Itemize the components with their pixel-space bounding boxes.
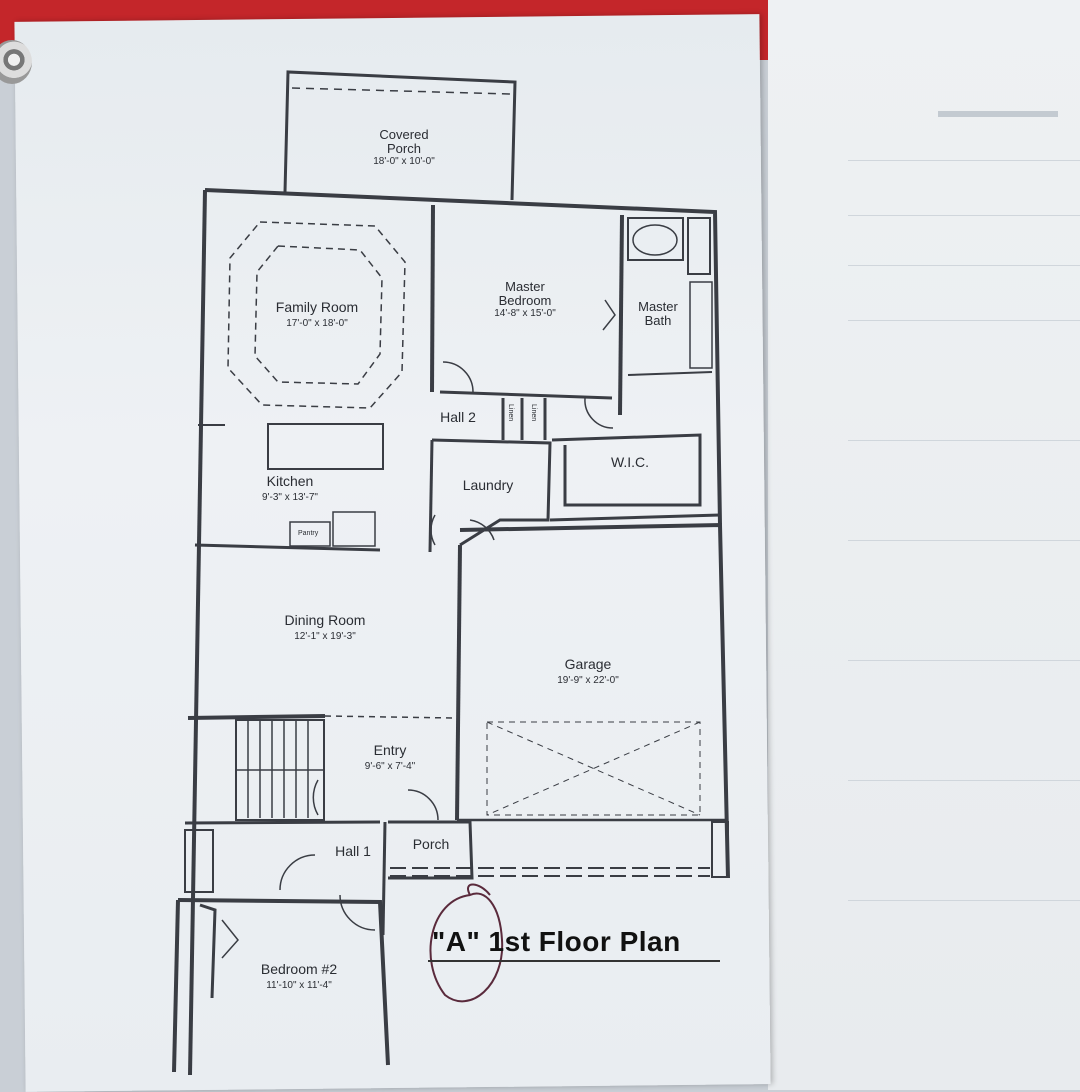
room-linen-b: Linen: [530, 404, 537, 422]
binder-clip: [0, 40, 32, 84]
room-garage: Garage 19'-9" x 22'-0": [557, 656, 619, 686]
room-entry: Entry 9'-6" x 7'-4": [364, 742, 416, 772]
room-porch: Porch: [412, 836, 450, 852]
room-laundry: Laundry: [462, 477, 514, 493]
room-kitchen: Kitchen 9'-3" x 13'-7": [262, 473, 318, 503]
room-hall-1: Hall 1: [335, 843, 371, 859]
background-sheet: ▬▬▬▬▬▬: [768, 0, 1080, 1090]
room-linen-a: Linen: [507, 404, 514, 422]
room-hall-2: Hall 2: [440, 409, 476, 425]
room-dining-room: Dining Room 12'-1" x 19'-3": [284, 612, 366, 642]
room-covered-porch: Covered Porch 18'-0" x 10'-0": [373, 127, 435, 168]
plan-title: "A" 1st Floor Plan: [432, 926, 681, 957]
room-master-bedroom: Master Bedroom 14'-8" x 15'-0": [494, 279, 556, 320]
room-master-bath: Master Bath: [638, 299, 678, 328]
room-wic: W.I.C.: [610, 454, 650, 470]
room-family-room: Family Room 17'-0" x 18'-0": [275, 299, 359, 329]
title-underline: [428, 960, 720, 962]
ink-circle: [429, 883, 504, 1003]
room-bedroom-2: Bedroom #2 11'-10" x 11'-4": [260, 961, 338, 991]
room-pantry: Pantry: [298, 530, 319, 537]
